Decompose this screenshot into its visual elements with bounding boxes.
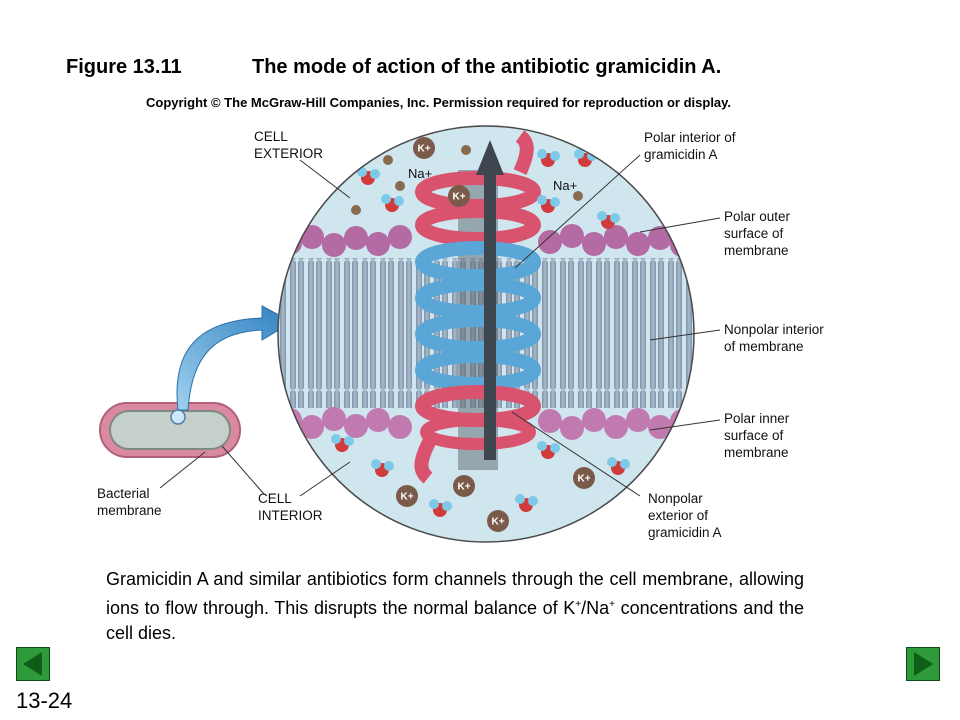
gramicidin-helix	[414, 130, 541, 484]
k-superscript: +	[575, 599, 582, 610]
figure-title-text: The mode of action of the antibiotic gra…	[252, 56, 722, 78]
previous-slide-button[interactable]	[16, 647, 50, 681]
svg-text:K+: K+	[400, 492, 413, 503]
triangle-left-icon	[16, 647, 50, 681]
copyright-notice: Copyright © The McGraw-Hill Companies, I…	[146, 95, 732, 110]
na-superscript: +	[609, 599, 615, 610]
svg-text:K+: K+	[491, 517, 504, 528]
label-polar-interior: Polar interior of gramicidin A	[644, 130, 736, 162]
svg-text:K+: K+	[457, 482, 470, 493]
label-cell-exterior: CELL EXTERIOR	[254, 129, 324, 161]
label-nonpolar-exterior: Nonpolar exterior of gramicidin A	[648, 491, 722, 540]
label-polar-outer: Polar outer surface of membrane	[724, 209, 791, 258]
bacterial-cell	[99, 402, 241, 458]
sodium-ions	[351, 145, 583, 215]
svg-text:K+: K+	[417, 144, 430, 155]
next-slide-button[interactable]	[906, 647, 940, 681]
caption: Gramicidin A and similar antibiotics for…	[106, 567, 804, 646]
svg-text:K+: K+	[577, 474, 590, 485]
water-molecules	[331, 149, 630, 517]
label-nonpolar-interior: Nonpolar interior of membrane	[724, 322, 824, 354]
caption-text: Gramicidin A and similar antibiotics for…	[106, 569, 804, 618]
leader-lines	[159, 154, 721, 497]
label-polar-inner: Polar inner surface of membrane	[724, 411, 790, 460]
label-cell-interior: CELL INTERIOR	[258, 491, 323, 523]
triangle-right-icon	[906, 647, 940, 681]
label-bacterial-membrane: Bacterial membrane	[97, 486, 162, 518]
potassium-ions: K+ K+ K+ K+ K+ K+	[396, 137, 595, 532]
svg-text:K+: K+	[452, 192, 465, 203]
figure-title: Figure 13.11 The mode of action of the an…	[66, 56, 721, 79]
zoom-arrow	[176, 305, 294, 411]
ion-flow-arrow	[476, 140, 504, 460]
sodium-label-1: Na+	[408, 166, 432, 181]
sodium-label-2: Na+	[553, 178, 577, 193]
slide-number: 13-24	[16, 688, 73, 713]
caption-slash: /Na	[581, 598, 610, 618]
figure-number: Figure 13.11	[66, 56, 182, 78]
caption-tail: concentrations and the cell dies.	[106, 598, 804, 643]
